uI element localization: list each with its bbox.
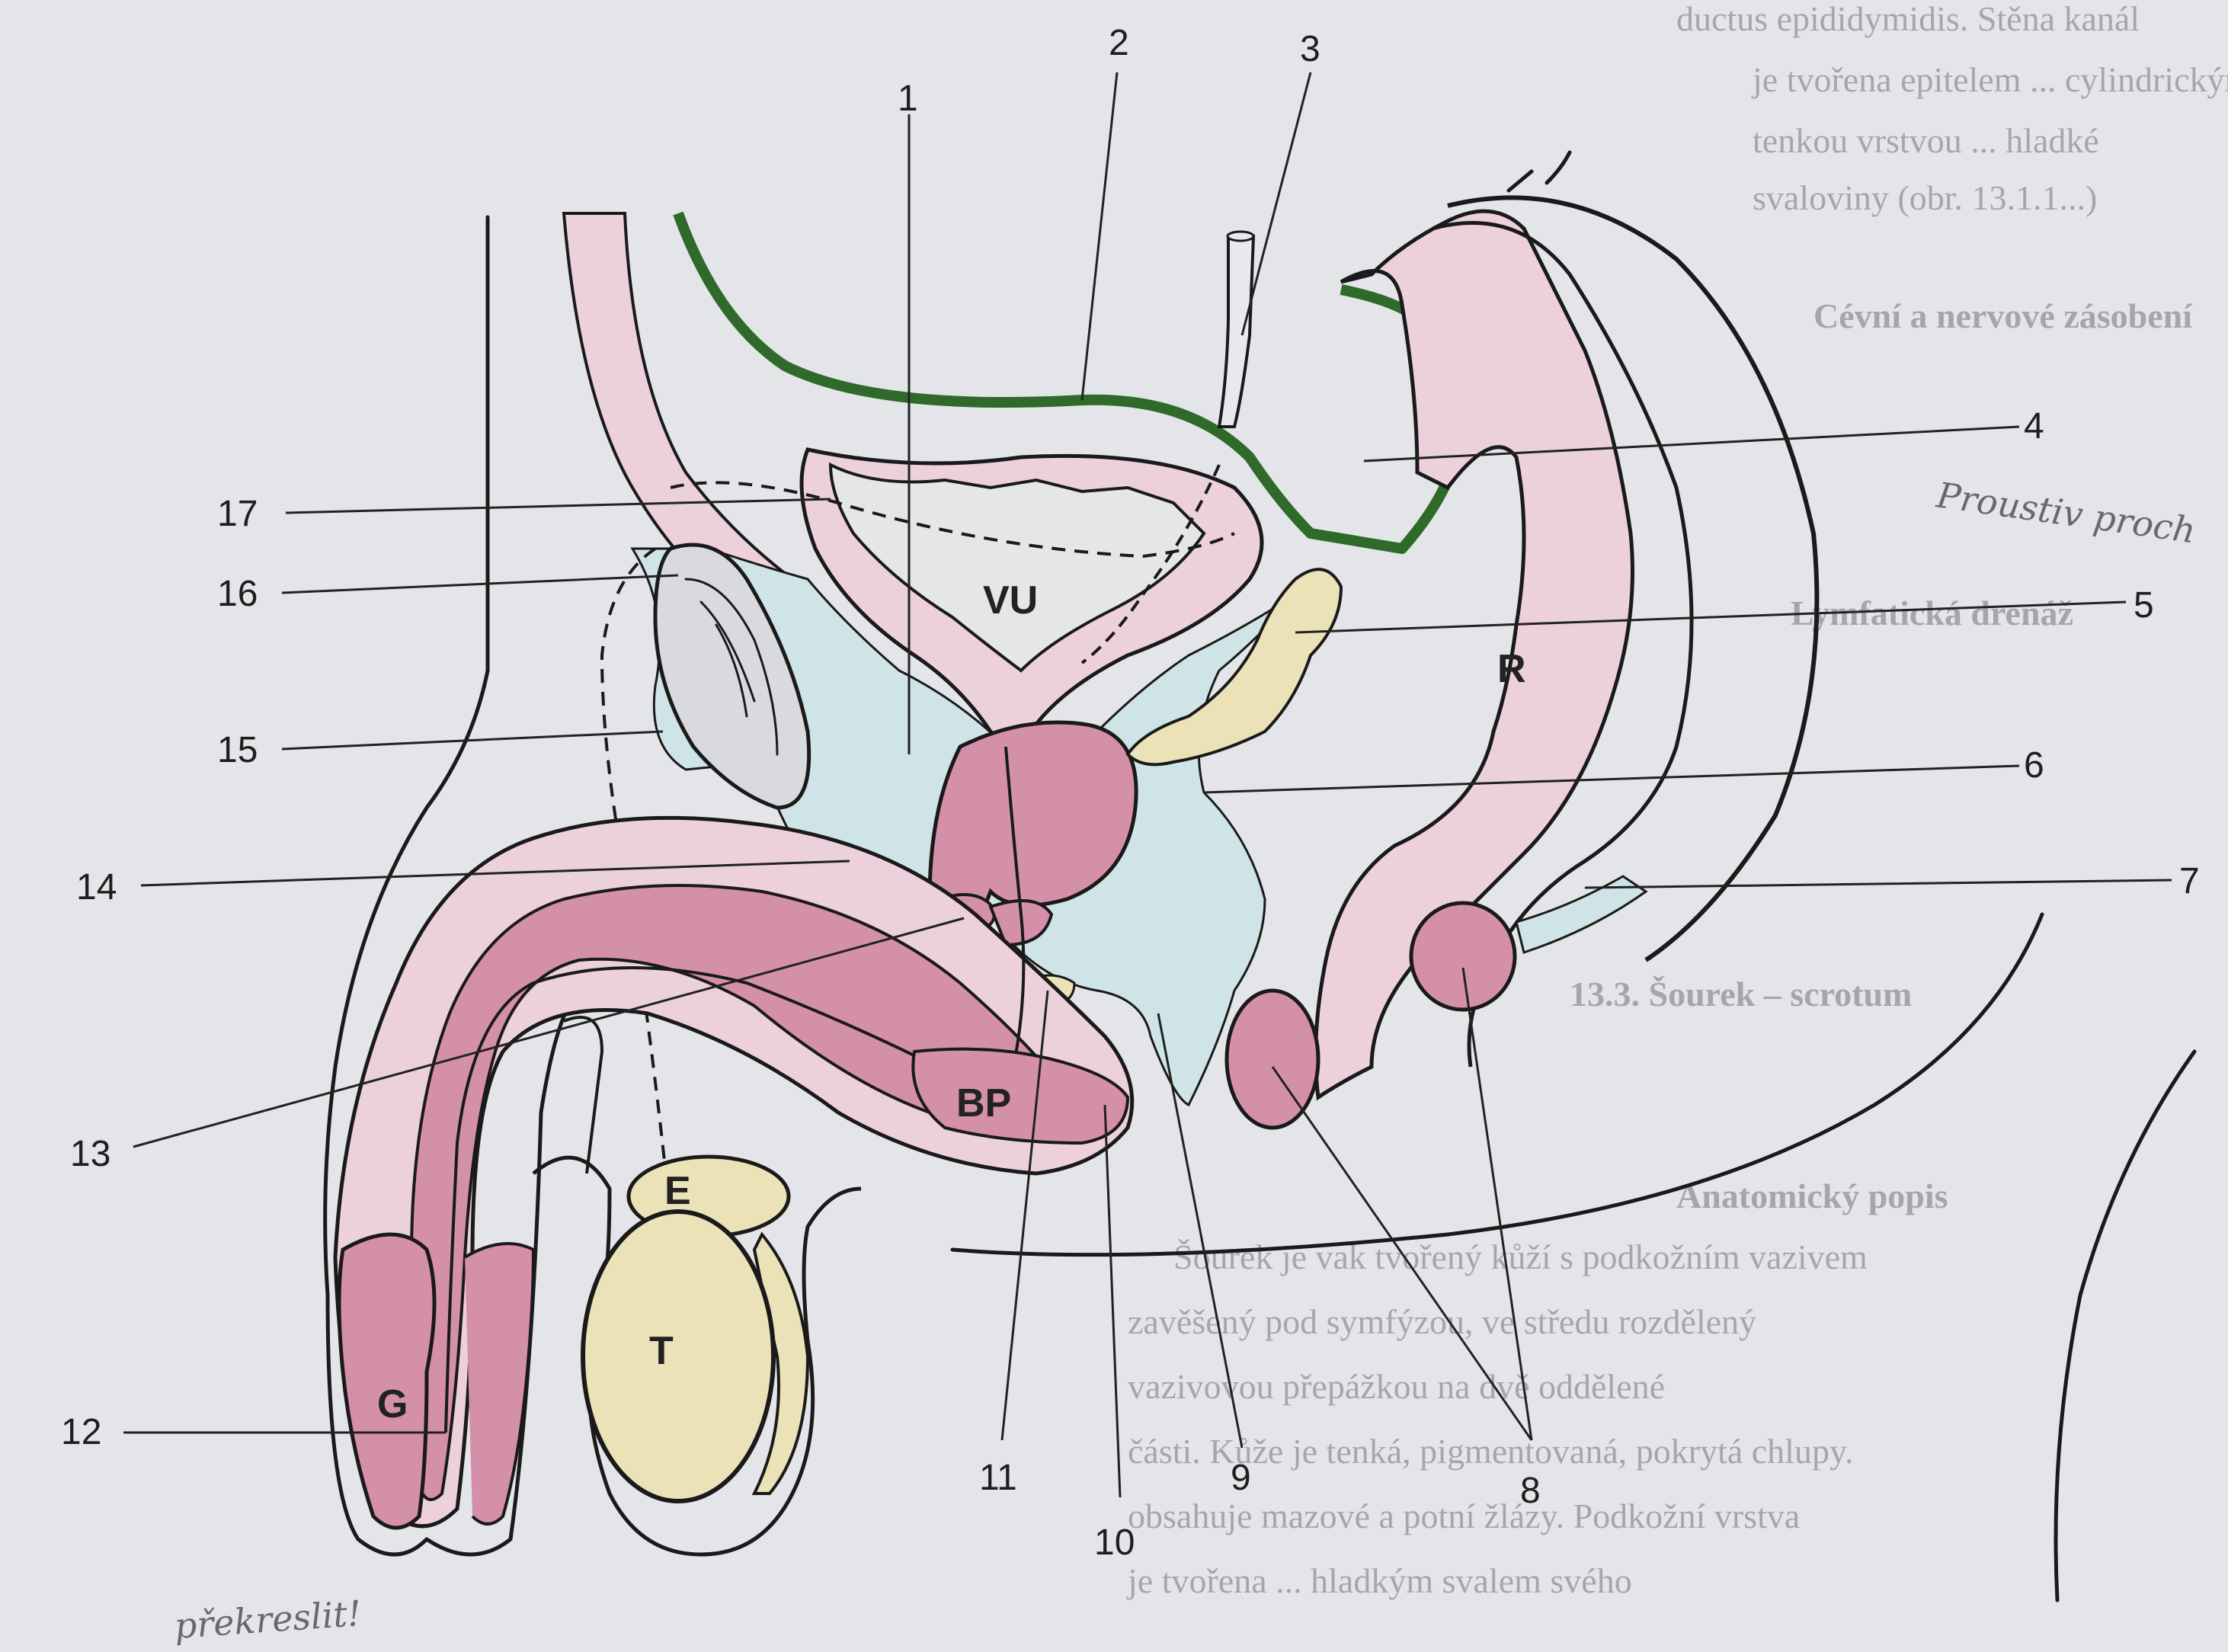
leader-line-17 (285, 498, 831, 514)
body-outline-front (323, 215, 490, 1557)
seminal-vesicle (1125, 568, 1343, 767)
sacral-outline (1447, 195, 1820, 962)
anal-sphincter-front (1224, 988, 1320, 1130)
label-9: 9 (1231, 1458, 1251, 1498)
label-7: 7 (2179, 861, 2200, 901)
leader-line-2 (1080, 72, 1119, 401)
anatomy-drawing (323, 150, 2197, 1602)
label-4: 4 (2024, 406, 2044, 447)
symphysis-pubis (653, 543, 811, 810)
label-8: 8 (1520, 1471, 1541, 1511)
organ-label-r: R (1497, 647, 1526, 691)
label-6: 6 (2024, 745, 2044, 786)
bg-text-line: ductus epididymidis. Stěna kanál (1676, 0, 2140, 38)
label-5: 5 (2134, 585, 2154, 626)
leader-lines (123, 72, 2172, 1498)
testis (581, 1209, 776, 1503)
sacral-notch (1506, 150, 1572, 193)
bg-text-line: 13.3. Šourek – scrotum (1570, 975, 1912, 1013)
leader-line-6 (1203, 764, 2020, 794)
organ-label-g: G (377, 1382, 408, 1426)
label-15: 15 (217, 730, 258, 770)
leader-line-7 (1584, 879, 2172, 889)
label-14: 14 (76, 867, 117, 908)
leader-line-11 (1000, 990, 1049, 1441)
label-1: 1 (898, 78, 918, 119)
bg-text-line: části. Kůže je tenká, pigmentovaná, pokr… (1128, 1432, 1853, 1471)
label-2: 2 (1109, 23, 1129, 63)
symphysis-stripes (684, 578, 779, 756)
urethra (444, 746, 1026, 1433)
leader-line-8a (1271, 1066, 1533, 1441)
glans-penis-back (463, 1242, 536, 1526)
leader-line-5 (1295, 600, 2127, 634)
leader-line-9 (1157, 1013, 1244, 1449)
buttock-outline (2054, 1049, 2197, 1602)
background-text: ductus epididymidis. Stěna kanál je tvoř… (1126, 0, 2228, 1600)
ductus-deferens-pelvic (670, 481, 1235, 559)
ureter-dashed (1080, 464, 1221, 664)
label-16: 16 (217, 574, 258, 614)
leader-line-3 (1240, 72, 1312, 336)
leader-line-4 (1363, 425, 2020, 463)
rectum-wall (1314, 209, 1634, 1101)
organ-labels: VU R BP E T G (377, 578, 1526, 1426)
label-11: 11 (979, 1458, 1017, 1498)
bg-text-line: je tvořena ... hladkým svalem svého (1126, 1561, 1632, 1600)
label-12: 12 (61, 1412, 101, 1452)
bulb-of-penis (911, 1047, 1130, 1145)
bg-text-line: tenkou vrstvou ... hladké (1753, 121, 2099, 160)
bladder-lumen (828, 462, 1206, 673)
leader-line-15 (281, 730, 664, 751)
bg-text-line: Cévní a nervové zásobení (1813, 296, 2193, 335)
organ-label-t: T (649, 1329, 674, 1373)
ureter-end (1226, 230, 1255, 242)
ureter-tube (1217, 235, 1256, 428)
organ-label-vu: VU (983, 578, 1038, 623)
bg-text-line: Anatomický popis (1676, 1177, 1948, 1215)
leader-line-10 (1103, 1104, 1122, 1498)
leader-line-16 (281, 574, 679, 594)
scrotum-septum (563, 1016, 604, 1174)
bg-text-line: vazivovou přepážkou na dvě oddělené (1128, 1367, 1665, 1406)
leader-line-14 (140, 860, 850, 887)
glans-penis (337, 1232, 437, 1530)
label-17: 17 (217, 494, 258, 534)
organ-label-bp: BP (956, 1081, 1011, 1125)
label-10: 10 (1094, 1522, 1135, 1563)
anococcygeal-ligament (1515, 875, 1648, 954)
leader-line-13 (133, 917, 965, 1148)
label-13: 13 (70, 1134, 110, 1174)
bg-text-line: svaloviny (obr. 13.1.1...) (1753, 178, 2097, 217)
number-labels: 1 2 3 4 5 6 7 8 9 10 11 12 13 14 15 16 1… (61, 23, 2200, 1563)
bg-text-line: je tvořena epitelem ... cylindrickým (1751, 60, 2228, 99)
label-3: 3 (1300, 29, 1320, 69)
leader-line-8b (1461, 967, 1533, 1441)
bg-text-line: zavěšený pod symfýzou, ve středu rozděle… (1128, 1302, 1756, 1341)
anal-sphincter-back (1409, 901, 1517, 1012)
bg-text-line: obsahuje mazové a potní žlázy. Podkožní … (1128, 1497, 1800, 1535)
organ-label-e: E (664, 1169, 691, 1213)
bg-text-line: Šourek je vak tvořený kůží s podkožním v… (1173, 1237, 1868, 1276)
body-outline-perineum (950, 912, 2044, 1257)
